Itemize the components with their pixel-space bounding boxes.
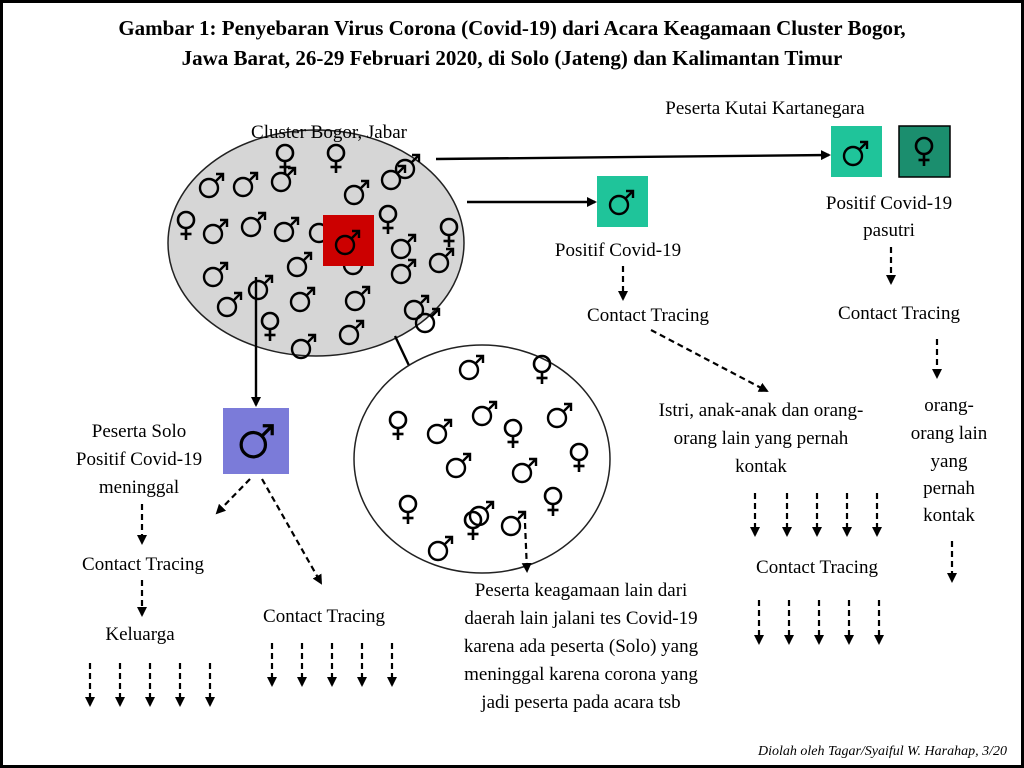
spread-diagram: Gambar 1: Penyebaran Virus Corona (Covid…: [76, 16, 1007, 759]
kutai-others-line-5: kontak: [923, 505, 975, 526]
kutai-label: Peserta Kutai Kartanegara: [665, 98, 865, 119]
cluster-bogor-label: Cluster Bogor, Jabar: [251, 122, 408, 143]
solo-tracing-left-label: Contact Tracing: [82, 554, 204, 575]
kutai-pasutri-label: pasutri: [863, 220, 915, 241]
other-participants-dashed-arrow: [521, 522, 532, 573]
other-participants-ellipse: [353, 344, 611, 574]
middle-contacts-line-2: orang lain yang pernah: [674, 428, 849, 449]
kutai-others-line-4: pernah: [923, 478, 975, 499]
kutai-tracing-label: Contact Tracing: [838, 303, 960, 324]
middle-tracing-label-2: Contact Tracing: [756, 557, 878, 578]
arrow-to-kutai: [435, 150, 831, 161]
solo-dashed-arrow-left: [215, 478, 251, 515]
middle-dashed-arrow-2: [650, 329, 769, 392]
solo-label-3: meninggal: [99, 477, 179, 498]
middle-contacts-line-3: kontak: [735, 456, 787, 477]
solo-tracing-right-label: Contact Tracing: [263, 606, 385, 627]
credit-text: Diolah oleh Tagar/Syaiful W. Harahap, 3/…: [757, 744, 1007, 759]
middle-positive-box: [597, 176, 648, 227]
note-line-5: jadi peserta pada acara tsb: [480, 692, 680, 713]
index-case-box: [323, 215, 374, 266]
solo-box: [223, 408, 289, 474]
note-line-3: karena ada peserta (Solo) yang: [464, 636, 699, 657]
note-line-2: daerah lain jalani tes Covid-19: [464, 608, 697, 629]
kutai-female-box: [898, 125, 951, 178]
solo-keluarga-arrow-row: [85, 663, 215, 707]
middle-tracing-label: Contact Tracing: [587, 305, 709, 326]
middle-contacts-arrow-row: [750, 493, 882, 537]
solo-dashed-arrow-right: [261, 478, 322, 585]
solo-label-1: Peserta Solo: [92, 421, 186, 442]
kutai-others-line-1: orang-: [924, 395, 974, 416]
title-line-1: Gambar 1: Penyebaran Virus Corona (Covid…: [118, 16, 905, 40]
kutai-others-line-2: orang lain: [911, 423, 988, 444]
solo-label-2: Positif Covid-19: [76, 449, 202, 470]
kutai-others-line-3: yang: [931, 451, 968, 472]
title-line-2: Jawa Barat, 26-29 Februari 2020, di Solo…: [182, 46, 843, 70]
middle-positive-label: Positif Covid-19: [555, 240, 681, 261]
solo-keluarga-label: Keluarga: [105, 624, 175, 645]
solo-tracing-arrow-row: [267, 643, 397, 687]
note-line-1: Peserta keagamaan lain dari: [475, 580, 688, 601]
middle-contacts-line-1: Istri, anak-anak dan orang-: [659, 400, 864, 421]
note-line-4: meninggal karena corona yang: [464, 664, 698, 685]
middle-tracing-arrow-row: [754, 600, 884, 645]
kutai-male-box: [831, 126, 882, 177]
kutai-positive-label: Positif Covid-19: [826, 193, 952, 214]
